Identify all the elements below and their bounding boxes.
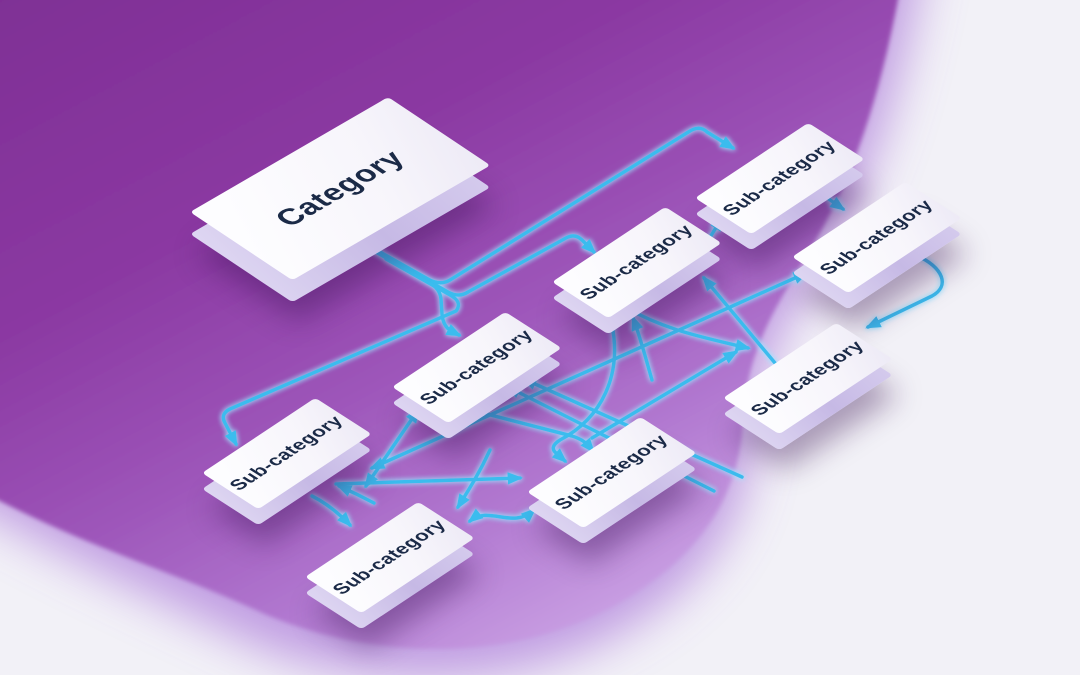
node-label: Category <box>267 145 412 232</box>
node-label: Sub-category <box>414 326 538 408</box>
flow-arrow <box>467 507 537 523</box>
node-label: Sub-category <box>745 337 869 419</box>
node-label: Sub-category <box>224 412 348 494</box>
flow-arrow <box>590 350 739 440</box>
node-sub-middle: Sub-category <box>392 311 562 454</box>
flow-arrow <box>481 411 595 454</box>
node-label: Sub-category <box>574 221 698 303</box>
flow-arrow <box>631 315 654 382</box>
flow-arrow <box>702 275 777 365</box>
node-sub-bottom: Sub-category <box>305 501 475 644</box>
flow-arrow <box>456 448 492 510</box>
node-category: Category <box>190 97 491 335</box>
node-sub-mid-upper: Sub-category <box>552 206 722 349</box>
node-sub-right-mid: Sub-category <box>723 322 893 465</box>
node-label: Sub-category <box>327 516 451 598</box>
flow-arrow <box>865 253 944 329</box>
flow-arrow <box>336 484 376 505</box>
node-sub-left: Sub-category <box>202 397 372 540</box>
node-label: Sub-category <box>814 196 938 278</box>
flow-arrow <box>364 407 420 489</box>
node-label: Sub-category <box>717 137 841 219</box>
node-sub-bottom-mid: Sub-category <box>527 416 697 559</box>
node-label: Sub-category <box>549 431 673 513</box>
node-sub-right: Sub-category <box>792 181 962 324</box>
flow-arrow <box>310 494 353 528</box>
